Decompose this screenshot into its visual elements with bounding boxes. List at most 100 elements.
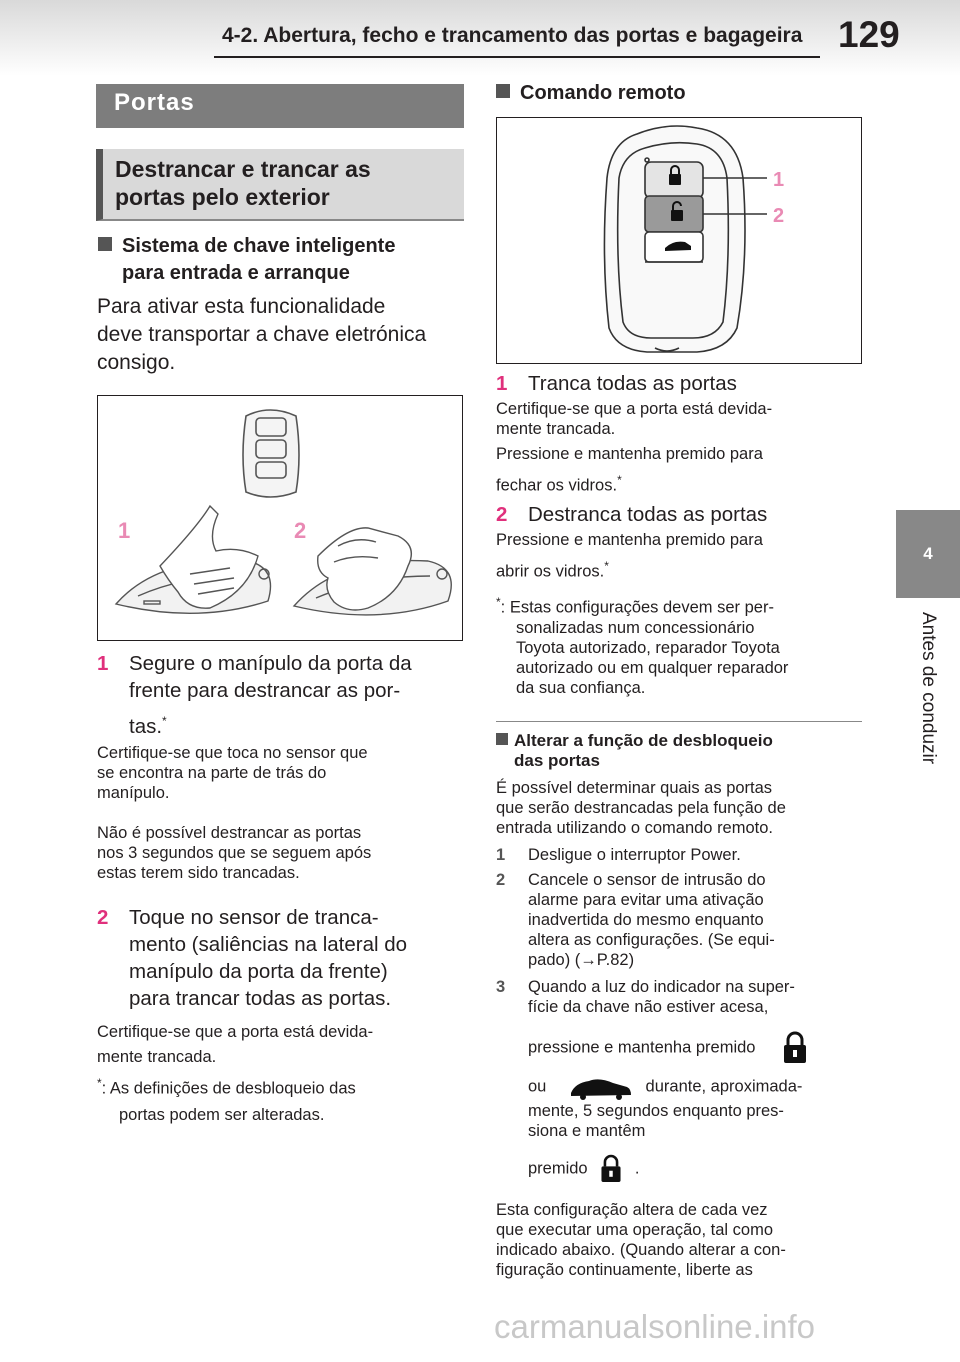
step-text: durante, aproximada-	[645, 1077, 803, 1096]
step-text: altera as configurações. (Se equi-	[528, 931, 775, 949]
paragraph-line: que executar uma operação, tal como	[496, 1221, 773, 1239]
footnote-mark: *	[162, 714, 167, 728]
car-trunk-icon	[665, 241, 691, 251]
step-text: pado) (	[528, 951, 581, 969]
step-number: 2	[97, 906, 109, 929]
step-text: para trancar todas as portas.	[129, 987, 392, 1010]
running-header-title: 4-2. Abertura, fecho e trancamento das p…	[222, 24, 803, 47]
heading-text: Alterar a função de desbloqueio	[514, 731, 773, 750]
footnote-text: Toyota autorizado, reparador Toyota	[516, 638, 780, 657]
subsection-title-line: Destrancar e trancar as	[115, 156, 371, 182]
footnote-text: : Estas configurações devem ser per-	[500, 598, 774, 617]
footnote-mark: *	[617, 473, 622, 487]
step-text: Quando a luz do indicador na super-	[528, 978, 795, 996]
step-1-note-2: Não é possível destrancar as portas nos …	[97, 823, 371, 883]
page-number: 129	[838, 14, 900, 55]
paragraph-line: deve transportar a chave eletrónica	[97, 323, 427, 346]
item-title: Destranca todas as portas	[528, 503, 768, 526]
step-text: Toque no sensor de tranca-	[129, 906, 379, 929]
footnote-mark: *	[604, 559, 609, 573]
note-line: Certifique-se que a porta está devida-	[97, 1023, 374, 1041]
figure-label-1: 1	[118, 518, 130, 543]
subsection-title-line: portas pelo exterior	[115, 184, 330, 210]
remote-label-2: 2	[773, 205, 784, 227]
footnote-mark: *	[496, 595, 501, 609]
paragraph-line: figuração continuamente, liberte as	[496, 1261, 753, 1279]
step-2-note: Certifique-se que a porta está devida- m…	[97, 1020, 373, 1070]
step-text: manípulo da porta da frente)	[129, 960, 388, 983]
remote-heading: Comando remoto	[496, 80, 686, 107]
lock-icon	[601, 1154, 621, 1182]
smart-key-heading: Sistema de chave inteligente para entrad…	[98, 233, 395, 287]
step-1-note-1: Certifique-se que toca no sensor que se …	[97, 743, 368, 803]
step-2: 2 Toque no sensor de tranca- mento (saliê…	[97, 904, 407, 1012]
step-text: mento (saliências na lateral do	[129, 933, 408, 956]
remote-item-1-notes: Certifique-se que a porta está devida- m…	[496, 399, 772, 496]
paragraph-line: consigo.	[97, 351, 176, 374]
step-text: alarme para evitar uma ativação	[528, 891, 764, 909]
footnote-text: portas podem ser alteradas.	[119, 1105, 325, 1124]
step-text: fície da chave não estiver acesa,	[528, 998, 769, 1016]
remote-item-2-notes: Pressione e mantenha premido para abrir …	[496, 530, 763, 582]
paragraph-line: indicado abaixo. (Quando alterar a con-	[496, 1241, 786, 1259]
right-handle-drawing	[292, 527, 452, 616]
step-number: 3	[496, 978, 506, 996]
heading-text: das portas	[514, 751, 600, 770]
note-line: mente trancada.	[496, 420, 616, 438]
header-rule	[214, 56, 820, 58]
step-text: pressione e mantenha premido	[528, 1038, 756, 1057]
step-text: mente, 5 segundos enquanto pres-	[528, 1102, 784, 1120]
chapter-tab[interactable]: 4	[896, 510, 960, 598]
item-number: 2	[496, 503, 508, 526]
figure-label-2: 2	[294, 518, 306, 543]
footnote-text: autorizado ou em qualquer reparador	[516, 658, 789, 677]
item-number: 1	[496, 372, 508, 395]
page-reference-link[interactable]: P.82)	[596, 951, 635, 969]
step-number: 1	[97, 652, 109, 675]
door-handle-illustration: 1 2	[114, 409, 452, 616]
subsection-title: Destrancar e trancar as portas pelo exte…	[96, 149, 464, 221]
step-text: Desligue o interruptor Power.	[528, 846, 741, 864]
step-text: siona e mantêm	[528, 1122, 646, 1140]
note-line: estas terem sido trancadas.	[97, 864, 300, 882]
left-footnote: *: As definições de desbloqueio das port…	[97, 1070, 356, 1128]
footnote-text: sonalizadas num concessionário	[516, 618, 755, 637]
heading-text: Comando remoto	[520, 82, 686, 104]
paragraph-line: entrada utilizando o comando remoto.	[496, 819, 774, 837]
intro-paragraph: Para ativar esta funcionalidade deve tra…	[97, 293, 426, 377]
note-line: fechar os vidros.	[496, 476, 618, 495]
remote-key-illustration: 1 2	[603, 125, 784, 353]
note-line: Pressione e mantenha premido para	[496, 445, 763, 463]
left-handle-drawing	[114, 504, 272, 615]
arrow-icon: →	[580, 951, 597, 969]
step-text: .	[634, 1159, 640, 1178]
note-line: mente trancada.	[97, 1048, 217, 1066]
header-band	[0, 0, 960, 76]
chapter-number: 4	[923, 544, 933, 563]
step-text: premido	[528, 1159, 588, 1178]
key-fob-body	[603, 125, 746, 353]
step-number: 1	[496, 846, 506, 864]
footnote-text: : As definições de desbloqueio das	[101, 1079, 356, 1098]
note-line: se encontra na parte de trás do	[97, 764, 327, 782]
lock-icon	[669, 165, 681, 185]
closing-paragraph: Esta configuração altera de cada vez que…	[496, 1200, 786, 1280]
footnote-mark: *	[97, 1076, 102, 1090]
footnote-text: da sua confiança.	[516, 678, 646, 697]
door-handle-figure: 1 2	[97, 395, 463, 641]
remote-label-1: 1	[773, 169, 784, 191]
step-number: 2	[496, 871, 506, 889]
step-text: Segure o manípulo da porta da	[129, 652, 412, 675]
step-text: inadvertida do mesmo enquanto	[528, 911, 764, 929]
right-footnote: *: Estas configurações devem ser per- so…	[496, 592, 788, 698]
note-line: nos 3 segundos que se seguem após	[97, 844, 372, 862]
note-line: Não é possível destrancar as portas	[97, 824, 362, 842]
note-line: Certifique-se que a porta está devida-	[496, 400, 773, 418]
heading-text: para entrada e arranque	[122, 262, 350, 284]
square-bullet-icon	[496, 733, 508, 745]
remote-item-2: 2 Destranca todas as portas	[496, 501, 767, 528]
step-text: tas.	[129, 714, 163, 738]
chapter-label: Antes de conduzir	[918, 612, 939, 765]
